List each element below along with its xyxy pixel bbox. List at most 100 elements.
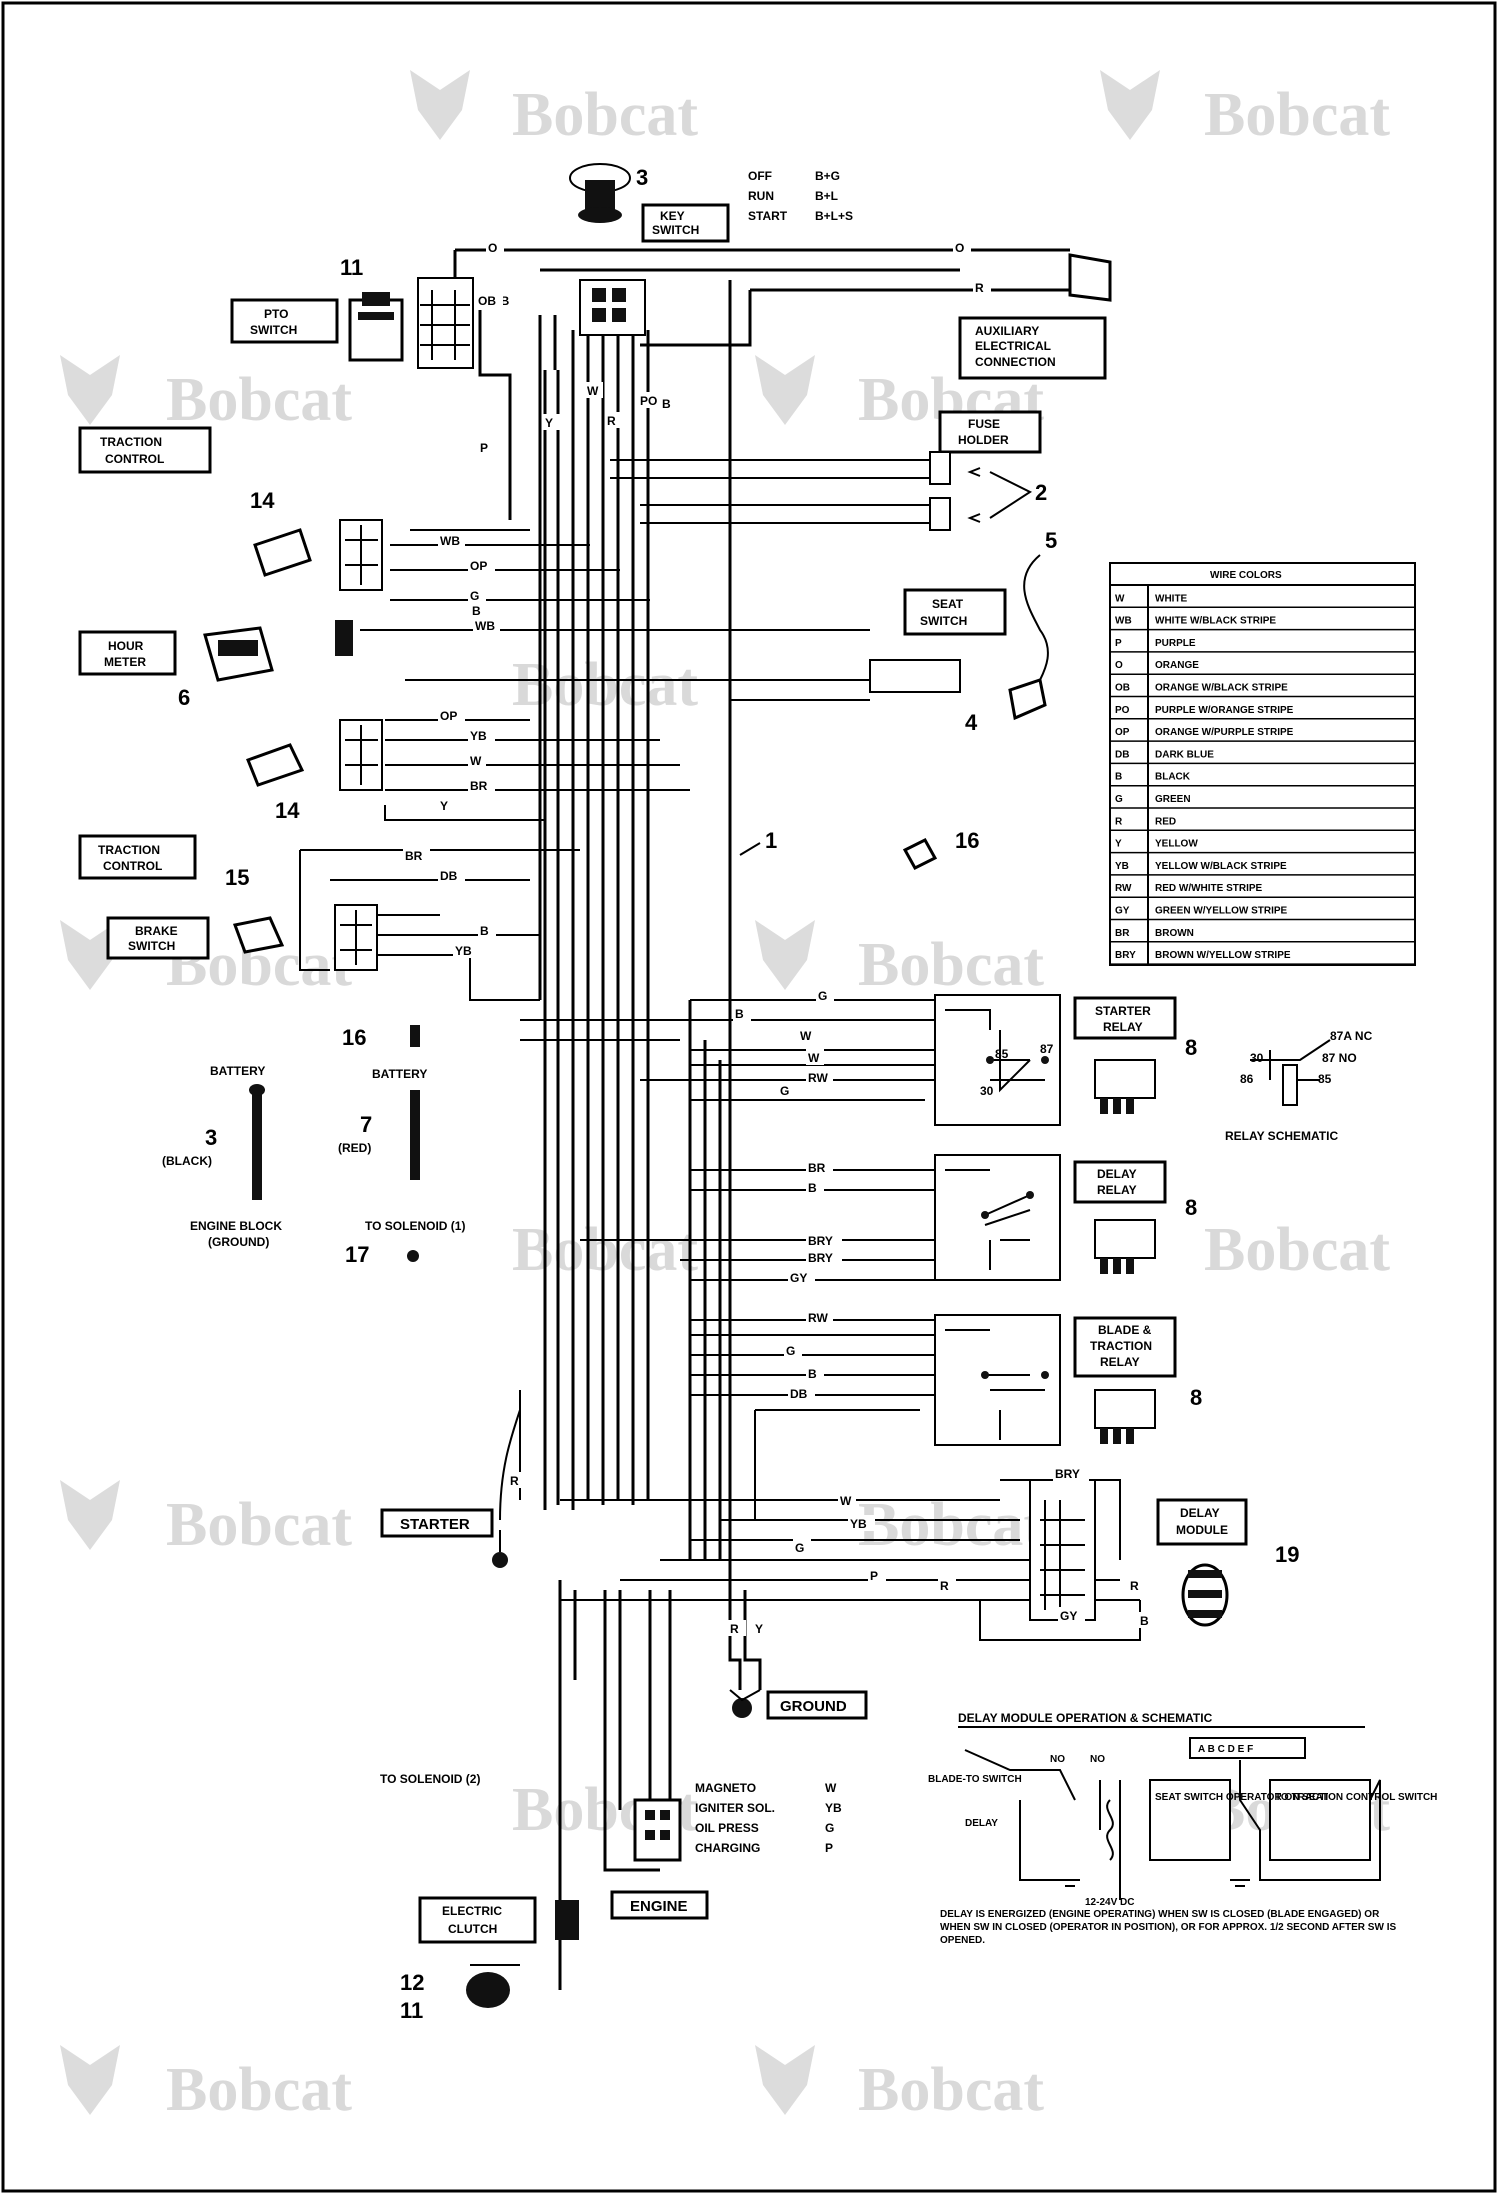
wire-tag: R bbox=[975, 281, 984, 295]
callout-4: 4 bbox=[965, 710, 978, 735]
wire-legend-desc: BROWN W/YELLOW STRIPE bbox=[1155, 950, 1291, 961]
delay-op-label: DELAY bbox=[965, 1818, 998, 1829]
wire-tag-bg bbox=[838, 1492, 856, 1508]
delay-relay-label-box bbox=[1073, 1160, 1167, 1204]
wire-tag-bg bbox=[806, 1365, 824, 1381]
pin-label: 85 bbox=[995, 1047, 1009, 1061]
wire-tag-bg bbox=[793, 1539, 811, 1555]
delay-module-op-title: DELAY MODULE OPERATION & SCHEMATIC bbox=[958, 1711, 1213, 1725]
wire-tag-bg bbox=[476, 292, 503, 308]
wire-legend-desc: BLACK bbox=[1155, 772, 1191, 783]
wire-tag: B bbox=[472, 604, 481, 618]
brake-switch-label: SWITCH bbox=[128, 939, 175, 953]
seat-switch-icon bbox=[869, 554, 1049, 721]
watermark-text: Bobcat bbox=[166, 2056, 352, 2124]
wire-tag: W bbox=[800, 1029, 812, 1043]
delay-relay-schematic bbox=[934, 1154, 1061, 1281]
wire-tag: R bbox=[940, 1579, 949, 1593]
fuse-holder-label-box bbox=[938, 410, 1042, 454]
wire-tag-bg bbox=[478, 922, 496, 938]
wire-tag: YB bbox=[455, 944, 472, 958]
main-harness bbox=[299, 248, 1141, 1990]
brake-switch-label: BRAKE bbox=[135, 924, 178, 938]
engine-label: ENGINE bbox=[630, 1898, 688, 1915]
wire-tag-bg bbox=[478, 439, 496, 455]
wire-tag: W bbox=[587, 384, 599, 398]
wire-tag: OP bbox=[440, 709, 457, 723]
clutch-icon bbox=[466, 1964, 520, 2008]
aux-connection-label: AUXILIARY bbox=[975, 324, 1039, 338]
bobcat-logo-icon bbox=[755, 920, 815, 990]
relay-icon bbox=[1094, 1059, 1156, 1114]
wire-tag-bg bbox=[973, 279, 991, 295]
engine-terminal-wire: P bbox=[825, 1841, 833, 1855]
callout-17: 17 bbox=[345, 1242, 369, 1267]
starter-relay-label: RELAY bbox=[1103, 1020, 1143, 1034]
delay-relay-label: RELAY bbox=[1097, 1183, 1137, 1197]
wire-tag-bg bbox=[438, 707, 465, 723]
wire-tag-bg bbox=[798, 1027, 816, 1043]
pto-connector bbox=[417, 277, 474, 369]
battery-right-label: BATTERY bbox=[372, 1067, 427, 1081]
callout-19: 19 bbox=[1275, 1542, 1299, 1567]
key-conn: B+L bbox=[815, 189, 838, 203]
watermark-text: Bobcat bbox=[512, 1216, 698, 1284]
bobcat-logo-icon bbox=[60, 920, 120, 990]
ground-label: GROUND bbox=[780, 1698, 847, 1715]
callout-16b: 16 bbox=[342, 1025, 366, 1050]
wire-tag: BR bbox=[470, 779, 488, 793]
wire-tag-bg bbox=[468, 777, 495, 793]
engine-label-box bbox=[610, 1890, 709, 1920]
relay-pin: 30 bbox=[1250, 1051, 1264, 1065]
wire-legend-title: WIRE COLORS bbox=[1210, 570, 1282, 581]
callout-8c: 8 bbox=[1190, 1385, 1202, 1410]
relay-pin: 85 bbox=[1318, 1072, 1332, 1086]
wire-legend-code: PO bbox=[1115, 705, 1130, 716]
wire-legend-desc: ORANGE bbox=[1155, 660, 1199, 671]
battery-cable-icon bbox=[249, 1084, 420, 1200]
wire-tag-bg bbox=[508, 1472, 526, 1488]
wire-tag-bg bbox=[806, 1049, 824, 1065]
wire-tag: R bbox=[1130, 1579, 1139, 1593]
wire-tag-bg bbox=[953, 239, 971, 255]
engine-terminal: IGNITER SOL. bbox=[695, 1801, 775, 1815]
pin-label: 30 bbox=[980, 1084, 994, 1098]
watermark-text: Bobcat bbox=[858, 1491, 1044, 1559]
watermark-text: Bobcat bbox=[1204, 1216, 1390, 1284]
seat-switch-label: SEAT bbox=[932, 597, 964, 611]
wire-tag: G bbox=[795, 1541, 804, 1555]
wire-tag: B bbox=[1140, 1614, 1149, 1628]
wire-legend-desc: YELLOW W/BLACK STRIPE bbox=[1155, 861, 1287, 872]
wire-tag: DB bbox=[790, 1387, 808, 1401]
wire-legend-code: O bbox=[1115, 660, 1123, 671]
delay-op-label: NO bbox=[1050, 1754, 1065, 1765]
wire-legend-code: W bbox=[1115, 593, 1125, 604]
wire-legend-desc: GREEN W/YELLOW STRIPE bbox=[1155, 906, 1288, 917]
wire-tag: GY bbox=[1060, 1609, 1077, 1623]
callout-16: 15 bbox=[225, 865, 249, 890]
starter-terminal-icon bbox=[492, 1530, 508, 1568]
wire-tag: Y bbox=[545, 416, 553, 430]
delay-relay-label: DELAY bbox=[1097, 1167, 1137, 1181]
wire-legend-desc: PURPLE W/ORANGE STRIPE bbox=[1155, 705, 1294, 716]
wire-tag: GY bbox=[790, 1271, 807, 1285]
wire-tag-bg bbox=[753, 1620, 771, 1636]
traction-control-label-box bbox=[78, 834, 197, 880]
bobcat-logo-icon bbox=[410, 70, 470, 140]
starter-label: STARTER bbox=[400, 1516, 470, 1533]
traction-control-top-label: CONTROL bbox=[105, 452, 164, 466]
relay-pin: 86 bbox=[1240, 1072, 1254, 1086]
relay-pin: 87 NO bbox=[1322, 1051, 1357, 1065]
engine-terminal-wire: W bbox=[825, 1781, 837, 1795]
wire-tag-bg bbox=[728, 1620, 746, 1636]
starter-label-box bbox=[380, 1508, 494, 1538]
delay-op-note-wrap: DELAY IS ENERGIZED (ENGINE OPERATING) WH… bbox=[940, 1909, 1396, 1946]
wire-legend-code: G bbox=[1115, 794, 1123, 805]
delay-module-block bbox=[1029, 1479, 1096, 1621]
callout-14b: 14 bbox=[275, 798, 300, 823]
relay-icon bbox=[1094, 1389, 1156, 1444]
key-switch-label: KEY bbox=[660, 209, 685, 223]
callout-13: 12 bbox=[400, 1970, 424, 1995]
wire-tag: B bbox=[480, 924, 489, 938]
watermark-text: Bobcat bbox=[1204, 81, 1390, 149]
